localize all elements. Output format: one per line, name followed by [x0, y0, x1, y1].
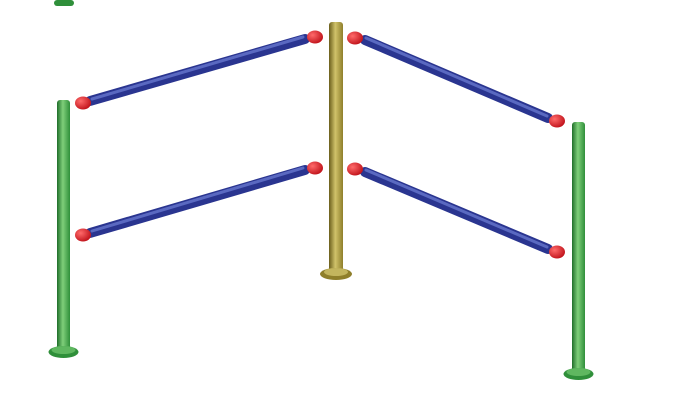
connector-upper-right-post — [549, 114, 565, 128]
connector-upper-center-left — [307, 30, 323, 44]
left-post — [48, 100, 79, 358]
connector-lower-center-right — [347, 162, 363, 176]
lower-left-rail — [85, 165, 310, 238]
top-left-partial-post — [54, 0, 74, 6]
connector-lower-right-post — [549, 245, 565, 259]
center-post — [320, 22, 352, 280]
connector-lower-left-post — [75, 228, 91, 242]
upper-right-rail — [360, 35, 553, 123]
right-post — [563, 122, 594, 380]
lower-right-rail — [360, 167, 553, 254]
connector-upper-center-right — [347, 31, 363, 45]
connector-lower-center-left — [307, 161, 323, 175]
connector-upper-left-post — [75, 96, 91, 110]
upper-left-rail — [85, 34, 310, 106]
